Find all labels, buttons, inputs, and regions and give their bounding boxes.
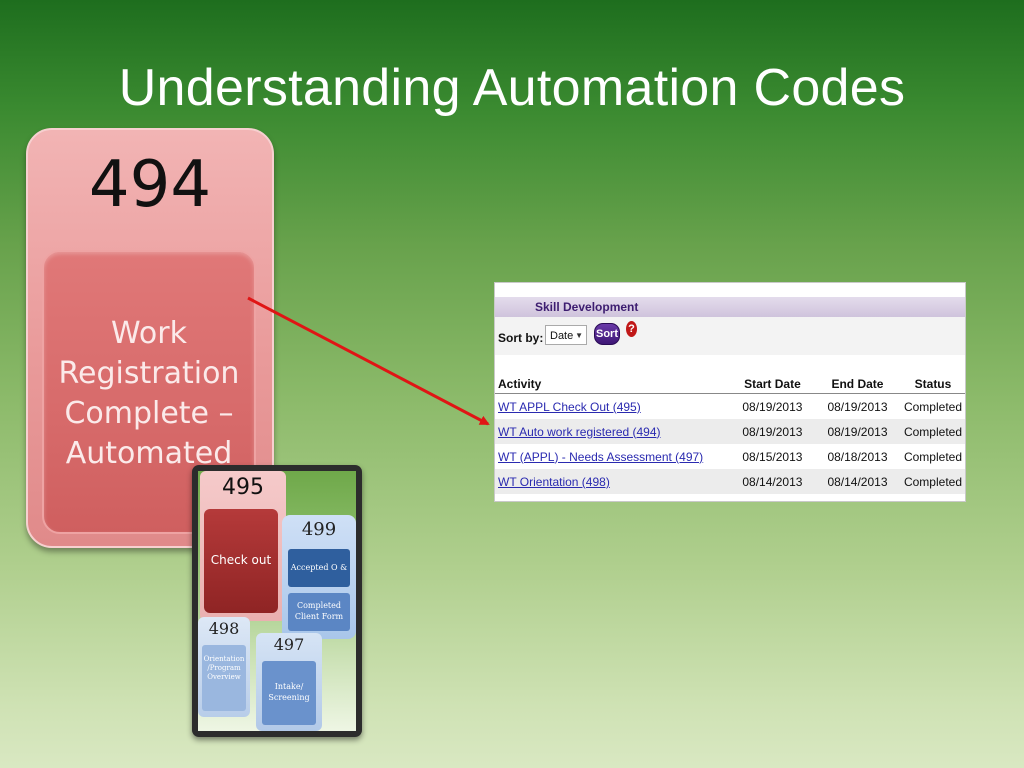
column-header-end-date[interactable]: End Date (813, 373, 901, 394)
sort-select[interactable]: Date ▼ (545, 325, 587, 345)
spacer (495, 355, 965, 373)
code-number: 494 (88, 148, 212, 222)
tile-498-line: Overview (207, 673, 241, 681)
start-date-cell: 08/15/2013 (742, 449, 803, 464)
status-cell: Completed (900, 419, 965, 444)
table-row: WT Orientation (498) 08/14/2013 08/14/20… (495, 469, 965, 494)
activity-link[interactable]: WT Auto work registered (494) (498, 424, 661, 439)
tile-498: 498 Orientation /Program Overview (198, 617, 250, 717)
code-description-line: Registration (58, 356, 240, 391)
start-date-cell: 08/19/2013 (742, 399, 803, 414)
tile-495: 495 Check out (200, 471, 286, 621)
tile-499-line: Completed (296, 601, 341, 610)
chevron-down-icon: ▼ (575, 331, 583, 340)
tile-495-box: Check out (204, 509, 278, 613)
arrow-line (247, 296, 490, 426)
end-date-cell: 08/19/2013 (827, 399, 888, 414)
activity-table: Activity Start Date End Date Status WT A… (495, 373, 965, 494)
table-row: WT Auto work registered (494) 08/19/2013… (495, 419, 965, 444)
column-header-start-date[interactable]: Start Date (730, 373, 814, 394)
activity-cell: WT APPL Check Out (495) (495, 394, 731, 420)
tile-498-line: /Program (207, 664, 241, 672)
help-icon[interactable]: ? (626, 321, 637, 337)
sort-button[interactable]: Sort (594, 323, 620, 345)
table-row: WT APPL Check Out (495) 08/19/2013 08/19… (495, 394, 965, 420)
end-date-cell: 08/18/2013 (827, 449, 888, 464)
section-header: Skill Development (495, 297, 965, 318)
skill-development-panel: Skill Development Sort by: Date ▼ Sort ?… (494, 282, 966, 502)
status-cell: Completed (903, 399, 962, 414)
tile-495-number: 495 (222, 475, 264, 500)
tile-495-label: Check out (210, 553, 272, 567)
end-date-cell: 08/14/2013 (813, 469, 901, 494)
tile-499: 499 Accepted O & O Completed Client Form (282, 515, 356, 639)
end-date-cell: 08/19/2013 (813, 419, 901, 444)
sort-toolbar: Sort by: Date ▼ Sort ? (495, 317, 965, 355)
tile-497: 497 Intake/ Screening (256, 633, 322, 731)
tile-498-number: 498 (208, 619, 240, 638)
tile-499-item-1: Accepted O & O (288, 549, 350, 610)
activity-cell: WT (APPL) - Needs Assessment (497) (495, 444, 731, 469)
column-header-activity[interactable]: Activity (495, 373, 731, 394)
tile-497-number: 497 (273, 635, 305, 654)
tile-497-item: Intake/ Screening (262, 661, 316, 725)
column-header-status[interactable]: Status (900, 373, 965, 394)
code-description-line: Complete – (64, 396, 234, 431)
tile-499-line: Client Form (294, 612, 344, 621)
tile-498-item: Orientation /Program Overview (202, 645, 246, 711)
status-cell: Completed (900, 469, 965, 494)
start-date-cell: 08/19/2013 (730, 419, 814, 444)
section-title: Skill Development (535, 300, 639, 314)
thumbnail-screen: 495 Check out 498 Orientation /Program O… (198, 471, 356, 731)
code-flow-thumbnail: 495 Check out 498 Orientation /Program O… (192, 465, 362, 737)
table-row: WT (APPL) - Needs Assessment (497) 08/15… (495, 444, 965, 469)
activity-link[interactable]: WT Orientation (498) (498, 474, 610, 489)
code-description: Work Registration Complete – Automated (44, 314, 254, 474)
tile-499-item-2: Completed Client Form (288, 593, 350, 631)
activity-cell: WT Auto work registered (494) (495, 419, 731, 444)
tile-497-line: Intake/ (274, 682, 304, 691)
code-description-line: Work (111, 316, 187, 351)
activity-link[interactable]: WT APPL Check Out (495) (498, 399, 641, 414)
slide-title: Understanding Automation Codes (118, 59, 906, 117)
tile-497-line: Screening (268, 693, 310, 702)
tile-498-line: Orientation (203, 655, 245, 663)
sort-label: Sort by: (498, 331, 544, 345)
table-header-row: Activity Start Date End Date Status (495, 373, 965, 394)
status-cell: Completed (903, 449, 962, 464)
activity-cell: WT Orientation (498) (495, 469, 731, 494)
sort-select-value: Date (550, 330, 574, 342)
activity-link[interactable]: WT (APPL) - Needs Assessment (497) (498, 449, 704, 464)
tile-499-number: 499 (301, 519, 337, 540)
start-date-cell: 08/14/2013 (730, 469, 814, 494)
